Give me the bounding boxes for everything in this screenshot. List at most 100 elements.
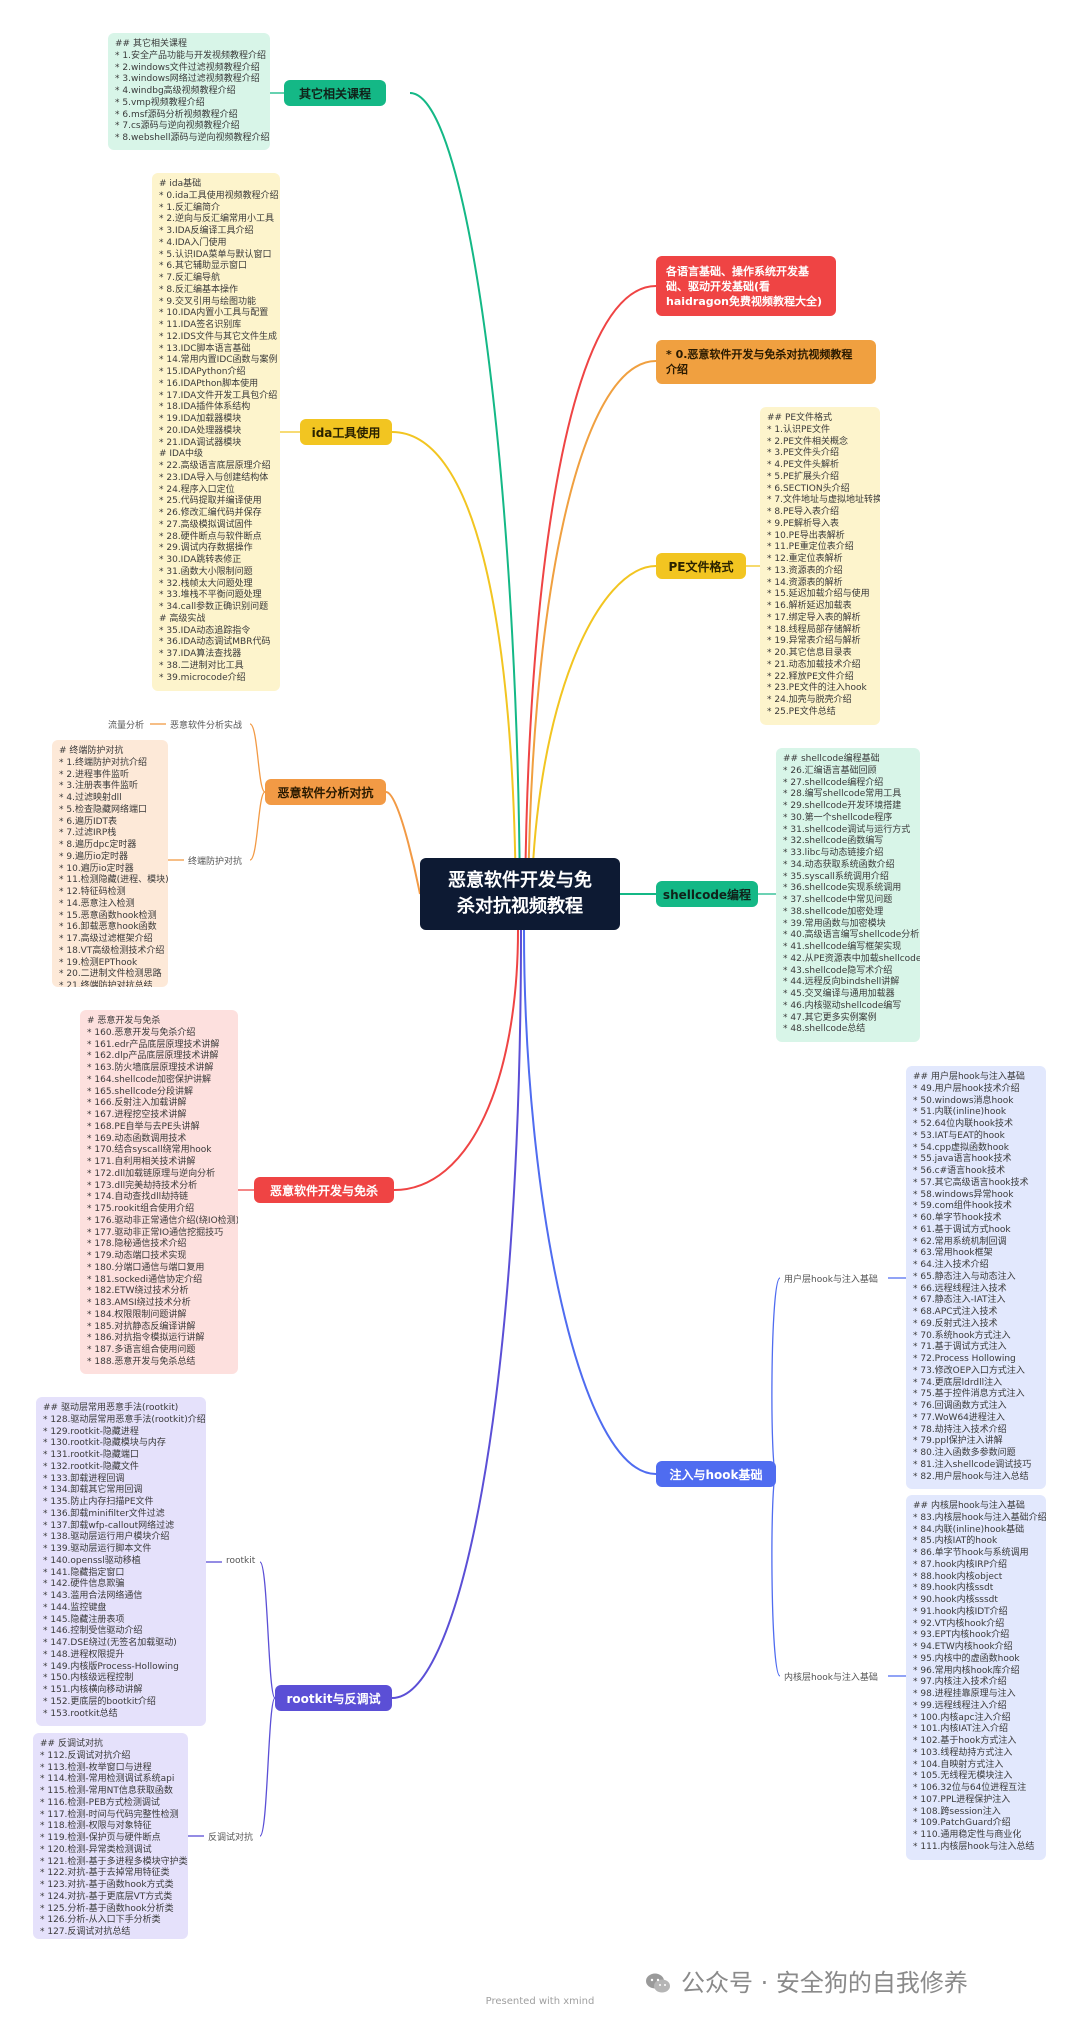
card-line: * 179.动态端口技术实现 bbox=[87, 1251, 187, 1261]
card-line: * 4.过滤映射dll bbox=[59, 793, 122, 803]
card-line: * 164.shellcode加密保护讲解 bbox=[87, 1074, 212, 1085]
card-line: * 2.逆向与反汇编常用小工具 bbox=[159, 214, 274, 225]
card-line: * 108.跨session注入 bbox=[913, 1806, 1001, 1817]
topic-ida-tools[interactable]: ida工具使用 bbox=[300, 419, 392, 445]
card-line: * 166.反射注入加载讲解 bbox=[87, 1098, 187, 1109]
card-line: * 105.无线程无模块注入 bbox=[913, 1771, 1013, 1782]
card-line: * 71.基于调试方式注入 bbox=[913, 1342, 1007, 1353]
card-line: * 57.其它高级语言hook技术 bbox=[913, 1177, 1029, 1188]
topic-malware-dev[interactable]: 恶意软件开发与免杀 bbox=[254, 1177, 394, 1203]
card-line: * 66.远程线程注入技术 bbox=[913, 1283, 1007, 1294]
card-line: * 36.IDA动态调试MBR代码 bbox=[159, 637, 271, 648]
card-line: * 20.IDA处理器模块 bbox=[159, 425, 242, 436]
card-line: * 33.libc与动态链接介绍 bbox=[783, 848, 884, 858]
card-line: * 123.对抗-基于函数hook方式类 bbox=[40, 1880, 174, 1890]
card-line: * 55.java语言hook技术 bbox=[913, 1154, 1012, 1165]
card-line: * 143.滥用合法网络通信 bbox=[43, 1591, 143, 1601]
subtopic-endpoint-protection[interactable]: 终端防护对抗 bbox=[188, 857, 243, 867]
card-line: * 130.rootkit-隐藏模块与内存 bbox=[43, 1438, 166, 1449]
card-user-hook: ## 用户层hook与注入基础* 49.用户层hook技术介绍* 50.wind… bbox=[906, 1066, 1046, 1489]
card-line: * 169.动态函数调用技术 bbox=[87, 1133, 187, 1144]
card-line: * 1.安全产品功能与开发视频教程介绍 bbox=[115, 50, 266, 61]
card-line: * 16.IDAPthon脚本使用 bbox=[159, 378, 259, 389]
card-line: * 6.其它辅助显示窗口 bbox=[159, 261, 247, 272]
card-line: * 61.基于调试方式hook bbox=[913, 1224, 1011, 1235]
card-line: * 11.IDA签名识别库 bbox=[159, 320, 242, 330]
card-line: * 3.windows网络过滤视频教程介绍 bbox=[115, 74, 260, 85]
card-line: * 5.认识IDA菜单与默认窗口 bbox=[159, 249, 272, 260]
card-line: * 129.rootkit-隐藏进程 bbox=[43, 1426, 139, 1437]
card-line: * 43.shellcode隐写术介绍 bbox=[783, 965, 893, 976]
card-line: * 152.更底层的bootkit介绍 bbox=[43, 1696, 156, 1707]
topic-course-intro[interactable]: * 0.恶意软件开发与免杀对抗视频教程 介绍 bbox=[656, 340, 876, 384]
card-line: * 102.基于hook方式注入 bbox=[913, 1736, 1017, 1746]
card-line: * 119.检测-保护页与硬件断点 bbox=[40, 1833, 161, 1843]
card-line: * 2.windows文件过滤视频教程介绍 bbox=[115, 62, 260, 73]
subtopic-traffic-analysis[interactable]: 流量分析 bbox=[108, 721, 145, 731]
card-line: * 22.释放PE文件介绍 bbox=[767, 671, 854, 682]
edge-root-intro bbox=[527, 360, 657, 931]
subtopic-user-hook[interactable]: 用户层hook与注入基础 bbox=[784, 1275, 878, 1285]
card-line: * 92.VT内核hook介绍 bbox=[913, 1618, 1005, 1629]
card-line: # 终端防护对抗 bbox=[59, 746, 124, 756]
card-line: * 100.内核apc注入介绍 bbox=[913, 1712, 1011, 1723]
card-line: ## 驱动层常用恶意手法(rootkit) bbox=[43, 1403, 179, 1413]
topic-language-basics[interactable]: 各语言基础、操作系统开发基 础、驱动开发基础(看 haidragon免费视频教程… bbox=[656, 256, 836, 316]
card-line: * 85.内核IAT的hook bbox=[913, 1536, 998, 1547]
card-line: * 2.PE文件相关概念 bbox=[767, 436, 849, 447]
card-line: * 32.栈帧太大问题处理 bbox=[159, 578, 253, 589]
subtopic-kernel-hook[interactable]: 内核层hook与注入基础 bbox=[784, 1673, 878, 1683]
card-line: * 76.回调函数方式注入 bbox=[913, 1401, 1007, 1411]
card-line: * 111.内核层hook与注入总结 bbox=[913, 1841, 1035, 1852]
card-antidebug: ## 反调试对抗* 112.反调试对抗介绍* 113.检测-枚举窗口与进程* 1… bbox=[33, 1733, 188, 1939]
card-line: * 10.遍历io定时器 bbox=[59, 863, 134, 874]
card-line: ## 其它相关课程 bbox=[115, 39, 187, 49]
topic-malware-analysis[interactable]: 恶意软件分析对抗 bbox=[265, 779, 386, 805]
card-line: * 25.PE文件总结 bbox=[767, 706, 836, 717]
card-line: * 125.分析-基于函数hook分析类 bbox=[40, 1903, 174, 1914]
card-line: * 24.程序入口定位 bbox=[159, 484, 235, 495]
card-line: * 185.对抗静态反编译讲解 bbox=[87, 1321, 196, 1332]
card-line: * 84.内联(inline)hook基础 bbox=[913, 1524, 1025, 1535]
edge-root-other bbox=[409, 92, 521, 931]
topic-pe-format[interactable]: PE文件格式 bbox=[656, 553, 746, 579]
card-line: * 11.PE重定位表介绍 bbox=[767, 542, 854, 553]
card-line: * 8.遍历dpc定时器 bbox=[59, 840, 137, 850]
card-other-courses: ## 其它相关课程* 1.安全产品功能与开发视频教程介绍* 2.windows文… bbox=[108, 33, 270, 150]
card-line: * 59.com组件hook技术 bbox=[913, 1201, 1012, 1212]
topic-shellcode[interactable]: shellcode编程 bbox=[656, 881, 758, 907]
card-line: * 115.检测-常用NT信息获取函数 bbox=[40, 1786, 173, 1796]
card-line: * 187.多语言组合使用问题 bbox=[87, 1345, 196, 1355]
topic-other-courses[interactable]: 其它相关课程 bbox=[284, 80, 386, 106]
card-line: * 93.EPT内核hook介绍 bbox=[913, 1630, 1010, 1641]
topic-rootkit-antidebug[interactable]: rootkit与反调试 bbox=[275, 1685, 392, 1711]
card-line: * 14.恶意注入检测 bbox=[59, 898, 135, 909]
card-line: * 30.IDA跳转表修正 bbox=[159, 555, 242, 565]
subtopic-rootkit[interactable]: rootkit bbox=[226, 1556, 256, 1566]
card-line: * 150.内核级远程控制 bbox=[43, 1673, 134, 1684]
card-line: * 63.常用hook框架 bbox=[913, 1248, 993, 1259]
card-line: * 32.shellcode函数编写 bbox=[783, 836, 884, 847]
subtopic-antidebug[interactable]: 反调试对抗 bbox=[208, 1833, 254, 1843]
card-line: * 8.PE导入表介绍 bbox=[767, 507, 840, 517]
card-line: * 142.硬件信息欺骗 bbox=[43, 1579, 125, 1590]
card-line: * 144.监控键盘 bbox=[43, 1602, 107, 1613]
edge-root-pe bbox=[530, 565, 657, 931]
card-line: * 64.注入技术介绍 bbox=[913, 1260, 989, 1270]
edge-hook-sub2 bbox=[771, 1473, 781, 1677]
topic-injection-hook[interactable]: 注入与hook基础 bbox=[656, 1461, 776, 1487]
card-line: * 27.shellcode编程介绍 bbox=[783, 777, 884, 788]
card-line: * 145.隐藏注册表项 bbox=[43, 1614, 125, 1625]
card-line: * 178.隐秘通信技术介绍 bbox=[87, 1239, 187, 1250]
card-line: * 172.dll加载链原理与逆向分析 bbox=[87, 1168, 216, 1179]
card-line: * 175.rookit组合使用介绍 bbox=[87, 1204, 195, 1214]
root-topic[interactable]: 恶意软件开发与免 杀对抗视频教程 bbox=[420, 858, 620, 930]
card-line: * 38.二进制对比工具 bbox=[159, 660, 244, 671]
card-line: * 74.更底层ldrdll注入 bbox=[913, 1377, 1003, 1388]
subtopic-malware-analysis-practice[interactable]: 恶意软件分析实战 bbox=[170, 721, 243, 731]
card-line: * 153.rootkit总结 bbox=[43, 1708, 118, 1719]
card-line: * 69.反射式注入技术 bbox=[913, 1318, 998, 1329]
card-line: * 13.资源表的介绍 bbox=[767, 565, 843, 576]
card-line: * 31.函数大小限制问题 bbox=[159, 566, 253, 577]
edge-root-malware bbox=[393, 929, 519, 1191]
